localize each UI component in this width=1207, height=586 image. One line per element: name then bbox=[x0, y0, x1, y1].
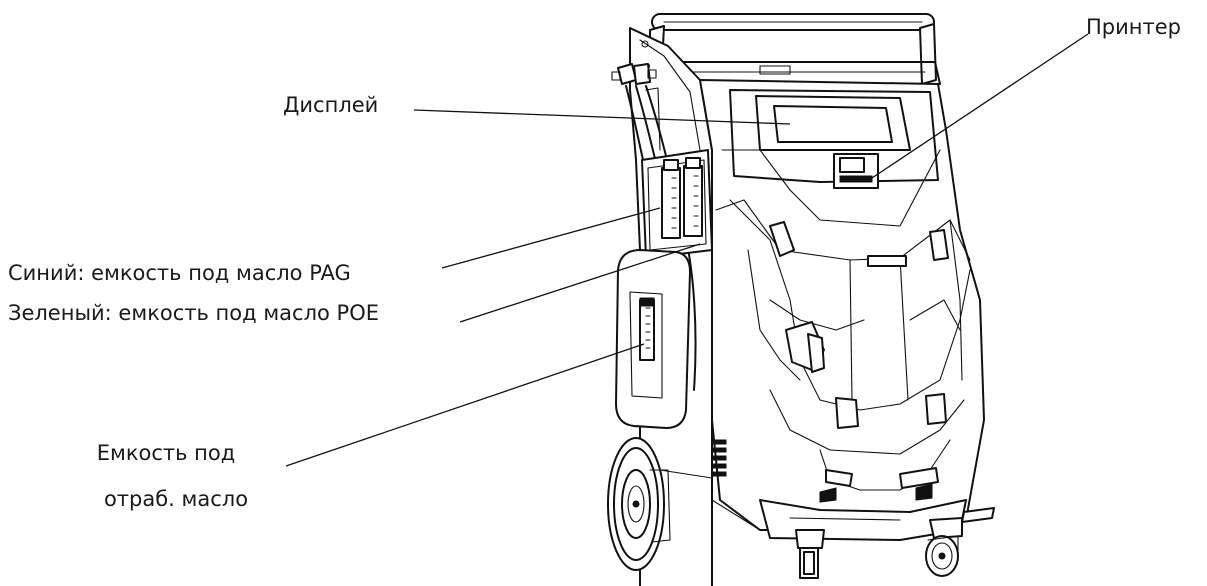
rear-wheel-left bbox=[607, 437, 671, 571]
printer-label: Принтер bbox=[1086, 15, 1181, 39]
printer-unit bbox=[833, 153, 879, 189]
printer-leader bbox=[865, 33, 1089, 183]
green-container-label: Зеленый: емкость под масло POE bbox=[8, 301, 379, 325]
side-vent bbox=[711, 439, 727, 477]
waste-oil-label-line1: Емкость под bbox=[96, 441, 236, 465]
front-caster-left bbox=[795, 529, 825, 579]
display-leader bbox=[413, 109, 791, 125]
side-panel bbox=[615, 249, 691, 429]
front-caster-right bbox=[925, 507, 995, 577]
waste-oil-leader bbox=[285, 343, 645, 467]
main-body bbox=[659, 79, 985, 541]
display-label: Дисплей bbox=[283, 93, 379, 117]
leader-lines bbox=[285, 33, 1089, 467]
hose-couplers bbox=[611, 63, 657, 85]
green-container-leader bbox=[459, 243, 701, 323]
blue-container-label: Синий: емкость под масло PAG bbox=[8, 261, 351, 285]
blue-container-leader bbox=[441, 207, 661, 269]
oil-containers-box bbox=[641, 149, 713, 259]
waste-oil-label-line2: отраб. масло bbox=[103, 487, 249, 511]
